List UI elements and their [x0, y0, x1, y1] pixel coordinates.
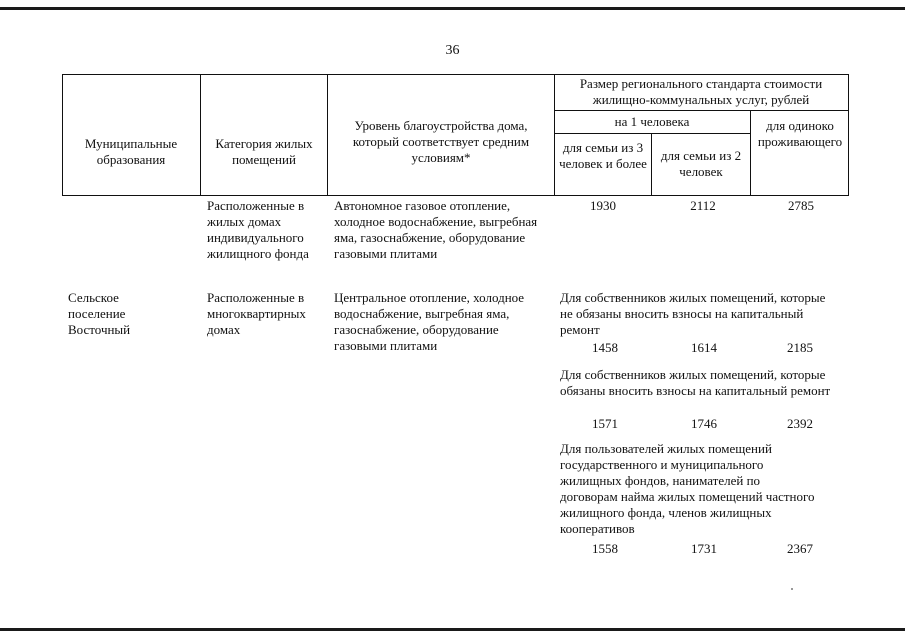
page-number: 36 — [445, 43, 460, 58]
group1-family2: 1614 — [691, 340, 717, 355]
group3-family3: 1558 — [592, 541, 618, 556]
scan-speck — [791, 588, 793, 590]
row1-family2: 2112 — [690, 198, 716, 213]
group1-family3: 1458 — [592, 340, 618, 355]
row1-family3: 1930 — [590, 198, 616, 213]
row1-level: Автономное газовое отопление, холодное в… — [334, 198, 538, 261]
top-border — [0, 7, 905, 10]
header-per-person: на 1 человека — [614, 114, 690, 129]
row2-category: Расположенные в многоквартирных домах — [207, 290, 306, 337]
header-standard-size: Размер регионального стандарта стоимости… — [579, 76, 823, 107]
group2-single: 2392 — [787, 416, 813, 431]
header-municipality: Муниципальные образования — [84, 136, 178, 167]
group1-label: Для собственников жилых помещений, котор… — [560, 290, 826, 337]
group3-label: Для пользователей жилых помещений госуда… — [560, 441, 815, 536]
header-level: Уровень благоустройства дома, который со… — [352, 118, 530, 165]
group2-label: Для собственников жилых помещений, котор… — [560, 367, 831, 398]
header-category: Категория жилых помещений — [215, 136, 313, 167]
group2-family2: 1746 — [691, 416, 717, 431]
group2-family3: 1571 — [592, 416, 618, 431]
group3-family2: 1731 — [691, 541, 717, 556]
group1-single: 2185 — [787, 340, 813, 355]
group3-single: 2367 — [787, 541, 813, 556]
header-family2: для семьи из 2 человек — [660, 148, 742, 179]
header-family3: для семьи из 3 человек и более — [559, 140, 647, 171]
header-single: для одиноко проживающего — [757, 118, 843, 149]
municipality-name: Сельское поселение Восточный — [68, 290, 131, 337]
row2-level: Центральное отопление, холодное водоснаб… — [334, 290, 525, 353]
bottom-border — [0, 628, 905, 631]
row1-category: Расположенные в жилых домах индивидуальн… — [207, 198, 309, 261]
row1-single: 2785 — [788, 198, 814, 213]
